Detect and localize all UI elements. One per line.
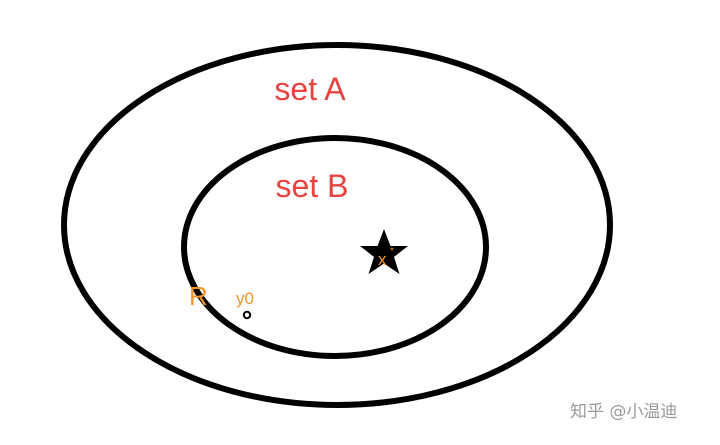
star-icon xyxy=(360,229,408,274)
set-b-label: set B xyxy=(276,168,349,204)
set-a-label: set A xyxy=(274,71,346,107)
star-superscript: * xyxy=(390,246,394,257)
circle-point-icon xyxy=(242,310,252,320)
set-a-ellipse xyxy=(61,42,613,408)
point-r-label: R xyxy=(189,281,208,311)
star-label: x xyxy=(378,250,387,269)
set-b-ellipse xyxy=(181,135,489,359)
point-y0-label: y0 xyxy=(236,289,254,308)
watermark-text: 知乎 @小温迪 xyxy=(570,402,677,422)
